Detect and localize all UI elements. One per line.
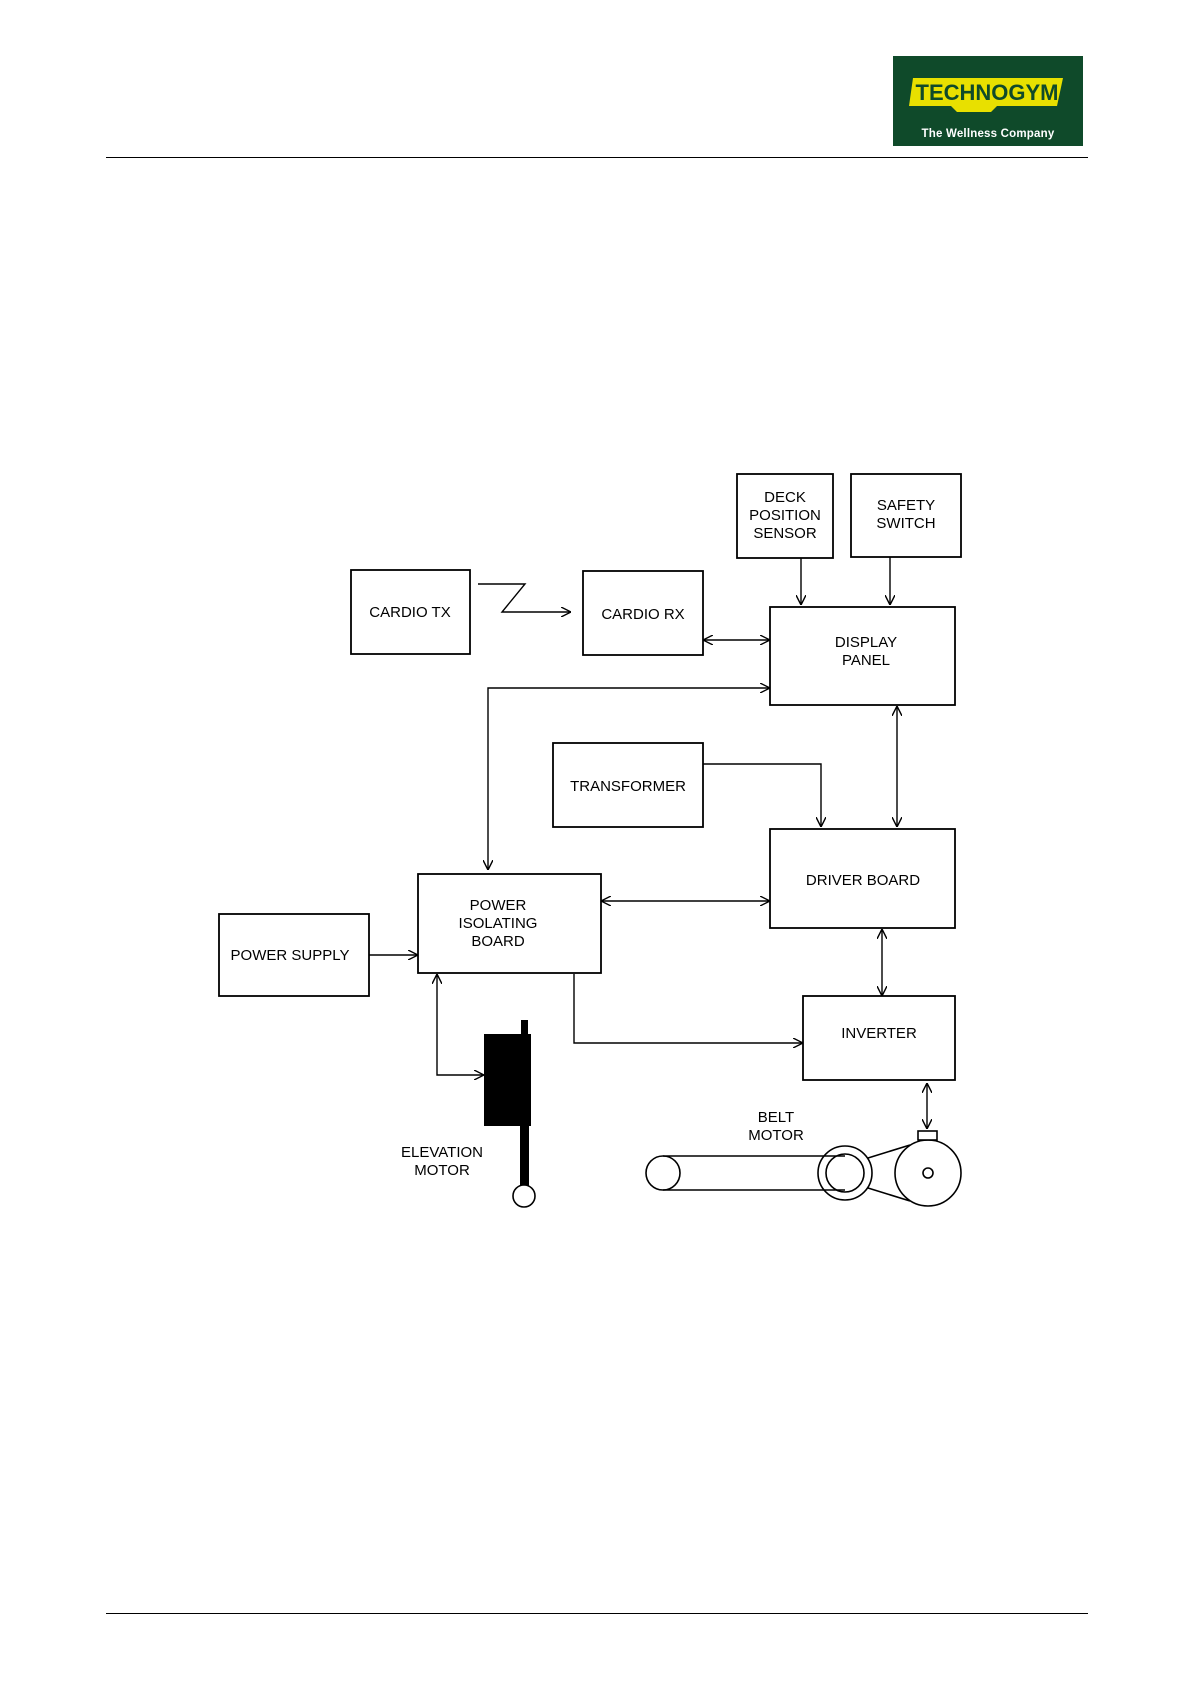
link-transformer-driver: [703, 764, 821, 827]
block-deck-position-sensor: DECK POSITION SENSOR: [737, 474, 833, 558]
svg-text:DISPLAY: DISPLAY: [835, 634, 897, 651]
svg-text:MOTOR: MOTOR: [414, 1162, 470, 1179]
svg-text:SWITCH: SWITCH: [876, 515, 935, 532]
block-cardio-rx: CARDIO RX: [583, 571, 703, 655]
link-isolating-inverter: [574, 974, 803, 1043]
svg-text:ELEVATION: ELEVATION: [401, 1144, 483, 1161]
svg-text:CARDIO RX: CARDIO RX: [601, 606, 684, 623]
svg-text:DRIVER BOARD: DRIVER BOARD: [806, 872, 920, 889]
svg-text:PANEL: PANEL: [842, 652, 890, 669]
svg-text:BELT: BELT: [758, 1109, 794, 1126]
block-display-panel: DISPLAY PANEL: [770, 607, 955, 705]
svg-text:CARDIO TX: CARDIO TX: [369, 604, 450, 621]
svg-text:MOTOR: MOTOR: [748, 1127, 804, 1144]
block-safety-switch: SAFETY SWITCH: [851, 474, 961, 557]
svg-text:ISOLATING: ISOLATING: [459, 915, 538, 932]
svg-text:INVERTER: INVERTER: [841, 1025, 917, 1042]
svg-text:TRANSFORMER: TRANSFORMER: [570, 778, 686, 795]
label-elevation-motor: ELEVATION MOTOR: [401, 1144, 483, 1179]
footer-rule: [106, 1613, 1088, 1614]
block-driver-board: DRIVER BOARD: [770, 829, 955, 928]
svg-text:BOARD: BOARD: [471, 933, 525, 950]
svg-text:DECK: DECK: [764, 489, 806, 506]
svg-text:POSITION: POSITION: [749, 507, 821, 524]
link-isolating-elevation-motor: [437, 974, 484, 1075]
svg-text:SAFETY: SAFETY: [877, 497, 935, 514]
block-inverter: INVERTER: [803, 996, 955, 1080]
link-cardio-wireless: [478, 584, 571, 612]
svg-text:POWER SUPPLY: POWER SUPPLY: [231, 947, 350, 964]
svg-text:SENSOR: SENSOR: [753, 525, 817, 542]
label-belt-motor: BELT MOTOR: [748, 1109, 804, 1144]
block-transformer: TRANSFORMER: [553, 743, 703, 827]
elevation-motor-icon: [484, 1020, 535, 1207]
block-power-isolating-board: POWER ISOLATING BOARD: [418, 874, 601, 973]
block-cardio-tx: CARDIO TX: [351, 570, 470, 654]
svg-text:POWER: POWER: [470, 897, 527, 914]
block-power-supply: POWER SUPPLY: [219, 914, 369, 996]
